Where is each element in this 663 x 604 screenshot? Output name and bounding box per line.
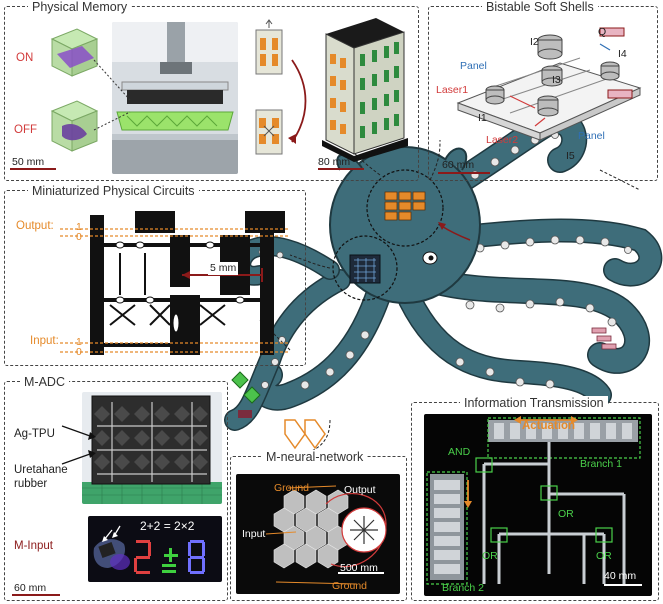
neural-ground-top-label: Ground	[274, 482, 310, 494]
branch1-label: Branch 1	[580, 458, 623, 470]
signal-arrowhead	[438, 222, 446, 230]
transmission-photo: Actuation AND Branch 1 OR OR OR Branch 2…	[424, 414, 652, 596]
actuation-label: Actuation	[522, 420, 576, 432]
circuit-layout	[90, 211, 285, 355]
neural-scale-label: 500 mm	[340, 562, 378, 574]
minput-equation: 2+2 = 2×2	[140, 519, 195, 533]
hand-with-device	[93, 525, 130, 570]
memory-test-rig-photo	[112, 22, 238, 174]
madc-lattice-photo	[82, 392, 222, 504]
circuit-level-lines	[60, 228, 290, 353]
bistable-device-drawing	[456, 27, 642, 141]
memory-scale-right-label: 80 mm	[318, 156, 351, 168]
memory-block-stack	[322, 18, 408, 162]
branch2-label: Branch 2	[442, 582, 485, 594]
physical-memory-title: Physical Memory	[28, 0, 132, 15]
bistable-label-laser1: Laser1	[436, 84, 469, 96]
memory-transition-arrow	[288, 59, 307, 144]
tentacle-tip-circuit	[591, 327, 617, 350]
input-one-label: 1	[76, 336, 82, 348]
bistable-label-i1: I1	[478, 112, 487, 124]
memory-unit-cell	[255, 19, 283, 155]
seven-segment-displays	[134, 540, 205, 574]
input-zero-label: 0	[76, 346, 82, 358]
bistable-label-i2: I2	[530, 36, 539, 48]
neural-input-label: Input	[242, 528, 266, 540]
madc-title: M-ADC	[20, 375, 69, 390]
memory-scalebar-right	[318, 168, 364, 170]
output-label: Output:	[16, 220, 54, 232]
bistable-label-laser2: Laser2	[486, 134, 519, 146]
octopus-circuit-blocks	[349, 254, 381, 284]
output-zero-label: 0	[76, 231, 82, 243]
circuits-title: Miniaturized Physical Circuits	[28, 184, 199, 199]
and-label: AND	[448, 446, 471, 458]
output-one-label: 1	[76, 221, 82, 233]
small-lattice-icons	[231, 371, 326, 450]
neural-output-label: Output	[344, 484, 376, 496]
urethane-label: Uretahane	[14, 464, 68, 476]
or-label-2: OR	[482, 550, 498, 562]
transmission-title: Information Transmission	[460, 396, 608, 411]
memory-cube-on	[50, 28, 99, 77]
memory-cube-off	[50, 100, 99, 152]
neural-lattice-drawing	[265, 485, 387, 585]
bistable-label-panel-top: Panel	[460, 60, 487, 72]
rubber-label: rubber	[14, 478, 48, 490]
bistable-label-panel-bottom: Panel	[578, 130, 605, 142]
panel-madc	[4, 381, 228, 601]
octopus-eye	[422, 251, 438, 265]
on-label: ON	[16, 52, 34, 64]
bistable-label-i4: I4	[618, 48, 627, 60]
memory-scale-left-label: 50 mm	[12, 156, 45, 168]
panel-physical-memory	[4, 6, 419, 181]
memory-scalebar-left	[10, 168, 56, 170]
agtpu-label: Ag-TPU	[14, 428, 55, 440]
or-label-3: OR	[596, 550, 612, 562]
transmission-network-drawing	[426, 416, 642, 586]
madc-scalebar	[12, 594, 60, 596]
bistable-scalebar	[438, 172, 490, 174]
bistable-label-i5: I5	[566, 150, 575, 162]
transmission-scale-label: 40 mm	[604, 570, 637, 582]
input-label: Input:	[30, 335, 59, 347]
octopus-memory-blocks	[384, 191, 426, 221]
bistable-label-i3: I3	[552, 74, 561, 86]
minput-photo: 2+2 = 2×2	[88, 516, 222, 582]
madc-pointer-arrows	[61, 425, 96, 465]
bistable-label-q: Q	[598, 26, 607, 38]
or-label-1: OR	[558, 508, 574, 520]
bistable-title: Bistable Soft Shells	[482, 0, 598, 15]
neural-ground-bottom-label: Ground	[332, 580, 368, 592]
neural-title: M-neural-network	[262, 450, 368, 465]
bistable-scale-label: 60 mm	[442, 159, 475, 171]
off-label: OFF	[14, 124, 37, 136]
madc-scale-label: 60 mm	[14, 582, 47, 594]
neural-photo: Ground Output Input 500 mm Ground	[236, 474, 400, 594]
circuit-scale-label: 5 mm	[208, 262, 239, 275]
minput-title: M-Input	[14, 540, 53, 552]
memory-zoom-lines	[93, 59, 131, 131]
